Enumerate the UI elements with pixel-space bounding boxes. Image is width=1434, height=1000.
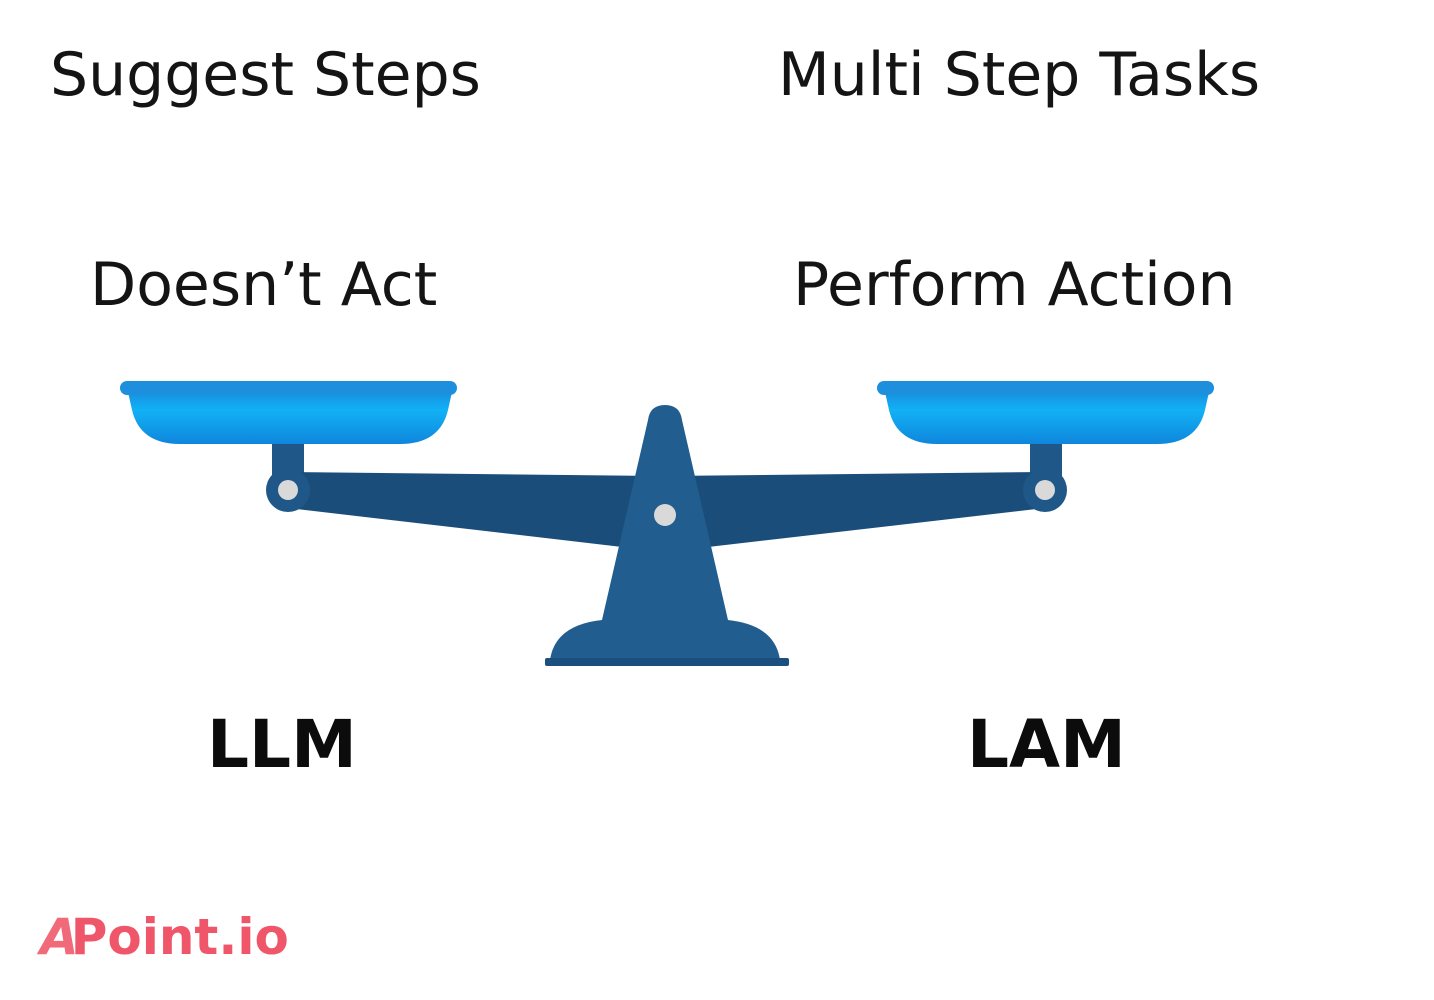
left-middle-label: Doesn’t Act bbox=[90, 250, 438, 320]
lam-label: LAM bbox=[967, 706, 1126, 783]
llm-label: LLM bbox=[207, 706, 357, 783]
pivot-dot bbox=[654, 504, 676, 526]
left-pan-rim bbox=[120, 381, 457, 395]
left-pan bbox=[128, 392, 452, 444]
right-middle-label: Perform Action bbox=[793, 250, 1236, 320]
stand-base bbox=[545, 658, 789, 666]
left-joint-dot bbox=[278, 480, 298, 500]
brand-logo: APoint.io bbox=[40, 912, 289, 962]
right-pan bbox=[885, 392, 1209, 444]
right-pan-rim bbox=[877, 381, 1214, 395]
right-top-label: Multi Step Tasks bbox=[778, 40, 1261, 110]
right-joint-dot bbox=[1035, 480, 1055, 500]
brand-logo-text: Point.io bbox=[70, 908, 289, 966]
scale-stand bbox=[550, 405, 780, 660]
brand-logo-mark: A bbox=[40, 908, 79, 966]
left-top-label: Suggest Steps bbox=[50, 40, 481, 110]
